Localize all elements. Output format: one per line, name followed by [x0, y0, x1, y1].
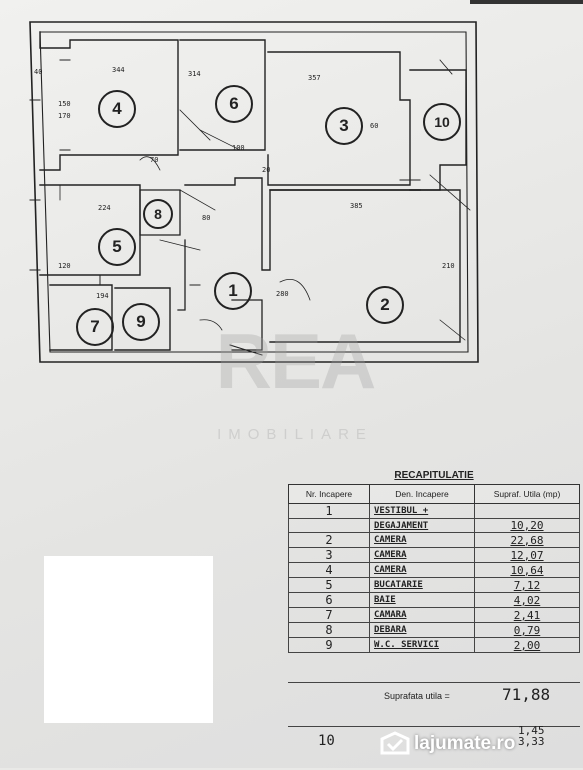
- recap-cell-nr: 1: [288, 503, 370, 519]
- recap-cell-nr: 9: [288, 637, 370, 653]
- dim-60: 60: [370, 122, 378, 130]
- room-label-3: 3: [325, 107, 363, 145]
- dim-280: 280: [276, 290, 289, 298]
- total-row: Suprafata utila = 71,88: [288, 682, 580, 709]
- dim-224: 224: [98, 204, 111, 212]
- recap-cell-nr: [288, 518, 370, 533]
- wall-room-8: [139, 189, 181, 236]
- room-label-4: 4: [98, 90, 136, 128]
- redacted-area: [44, 556, 213, 723]
- lajumate-logo: lajumate.ro: [380, 728, 515, 760]
- wall-room-9: [114, 287, 171, 351]
- dim-194: 194: [96, 292, 109, 300]
- watermark-sub: IMOBILIARE: [217, 426, 373, 443]
- room-label-5: 5: [98, 228, 136, 266]
- room-label-2: 2: [366, 286, 404, 324]
- row10-nr: 10: [318, 733, 335, 749]
- recap-cell-val: 2,00: [474, 637, 580, 653]
- recap-cell-nr: 8: [288, 622, 370, 638]
- wall-room-3: [267, 51, 411, 186]
- wall-room-6: [179, 39, 266, 151]
- rea-watermark: REA IMOBILIARE: [175, 322, 415, 443]
- room-label-7: 7: [76, 308, 114, 346]
- dim-210: 210: [442, 262, 455, 270]
- dim-20: 20: [262, 166, 270, 174]
- recap-cell-val: 10,64: [474, 562, 580, 578]
- recap-cell-den: CAMERA: [369, 532, 475, 548]
- recap-table-section: RECAPITULATIE Nr. Incapere Den. Incapere…: [288, 470, 580, 770]
- recap-cell-val: 10,20: [474, 518, 580, 533]
- recap-cell-den: BUCATARIE: [369, 577, 475, 593]
- logo-text: lajumate.ro: [414, 733, 516, 754]
- dim-150: 150: [58, 100, 71, 108]
- dim-344: 344: [112, 66, 125, 74]
- outer-wall-inner: [39, 31, 469, 353]
- total-label: Suprafata utila =: [384, 691, 450, 701]
- header-supraf: Supraf. Utila (mp): [474, 484, 580, 504]
- recap-cell-val: 0,79: [474, 622, 580, 638]
- recap-cell-den: DEBARA: [369, 622, 475, 638]
- recap-cell-den: DEGAJAMENT: [369, 518, 475, 533]
- wall-room-2: [269, 189, 461, 343]
- recap-title: RECAPITULATIE: [394, 470, 474, 481]
- wall-room-7: [49, 284, 113, 351]
- recap-header-row: Nr. Incapere Den. Incapere Supraf. Utila…: [288, 484, 580, 504]
- dim-357: 357: [308, 74, 321, 82]
- room-label-10: 10: [423, 103, 461, 141]
- recap-cell-den: CAMARA: [369, 607, 475, 623]
- recap-cell-val: 22,68: [474, 532, 580, 548]
- floor-plan: 344 314 357 385 224 150 170 120 100 20 4…: [29, 21, 479, 363]
- dim-70: 70: [150, 156, 158, 164]
- dim-100: 100: [232, 144, 245, 152]
- room-label-6: 6: [215, 85, 253, 123]
- recap-cell-den: W.C. SERVICI: [369, 637, 475, 653]
- watermark-brand: REA: [215, 317, 377, 405]
- dim-40: 40: [34, 68, 42, 76]
- recap-cell-den: CAMERA: [369, 562, 475, 578]
- room-label-8: 8: [143, 199, 173, 229]
- dim-314: 314: [188, 70, 201, 78]
- header-den: Den. Incapere: [369, 484, 475, 504]
- recap-cell-nr: 6: [288, 592, 370, 608]
- recap-cell-nr: 7: [288, 607, 370, 623]
- recap-cell-nr: 4: [288, 562, 370, 578]
- recap-cell-val: [474, 503, 580, 519]
- recap-cell-val: 2,41: [474, 607, 580, 623]
- lajumate-logo-icon: [380, 731, 410, 755]
- recap-table: Nr. Incapere Den. Incapere Supraf. Utila…: [288, 484, 580, 653]
- room-label-9: 9: [122, 303, 160, 341]
- recap-cell-den: CAMERA: [369, 547, 475, 563]
- recap-cell-nr: 3: [288, 547, 370, 563]
- dim-170: 170: [58, 112, 71, 120]
- recap-cell-den: VESTIBUL +: [369, 503, 475, 519]
- dim-80: 80: [202, 214, 210, 222]
- recap-cell-nr: 5: [288, 577, 370, 593]
- scan-edge: [470, 0, 583, 4]
- room-label-1: 1: [214, 272, 252, 310]
- total-value: 71,88: [502, 685, 551, 704]
- recap-cell-den: BAIE: [369, 592, 475, 608]
- dim-385: 385: [350, 202, 363, 210]
- recap-cell-nr: 2: [288, 532, 370, 548]
- wall-room-1: [184, 177, 421, 271]
- recap-cell-val: 7,12: [474, 577, 580, 593]
- recap-cell-val: 12,07: [474, 547, 580, 563]
- dim-120: 120: [58, 262, 71, 270]
- wall-room-4: [39, 31, 179, 171]
- recap-cell-val: 4,02: [474, 592, 580, 608]
- outer-wall: [29, 21, 479, 363]
- header-nr: Nr. Incapere: [288, 484, 370, 504]
